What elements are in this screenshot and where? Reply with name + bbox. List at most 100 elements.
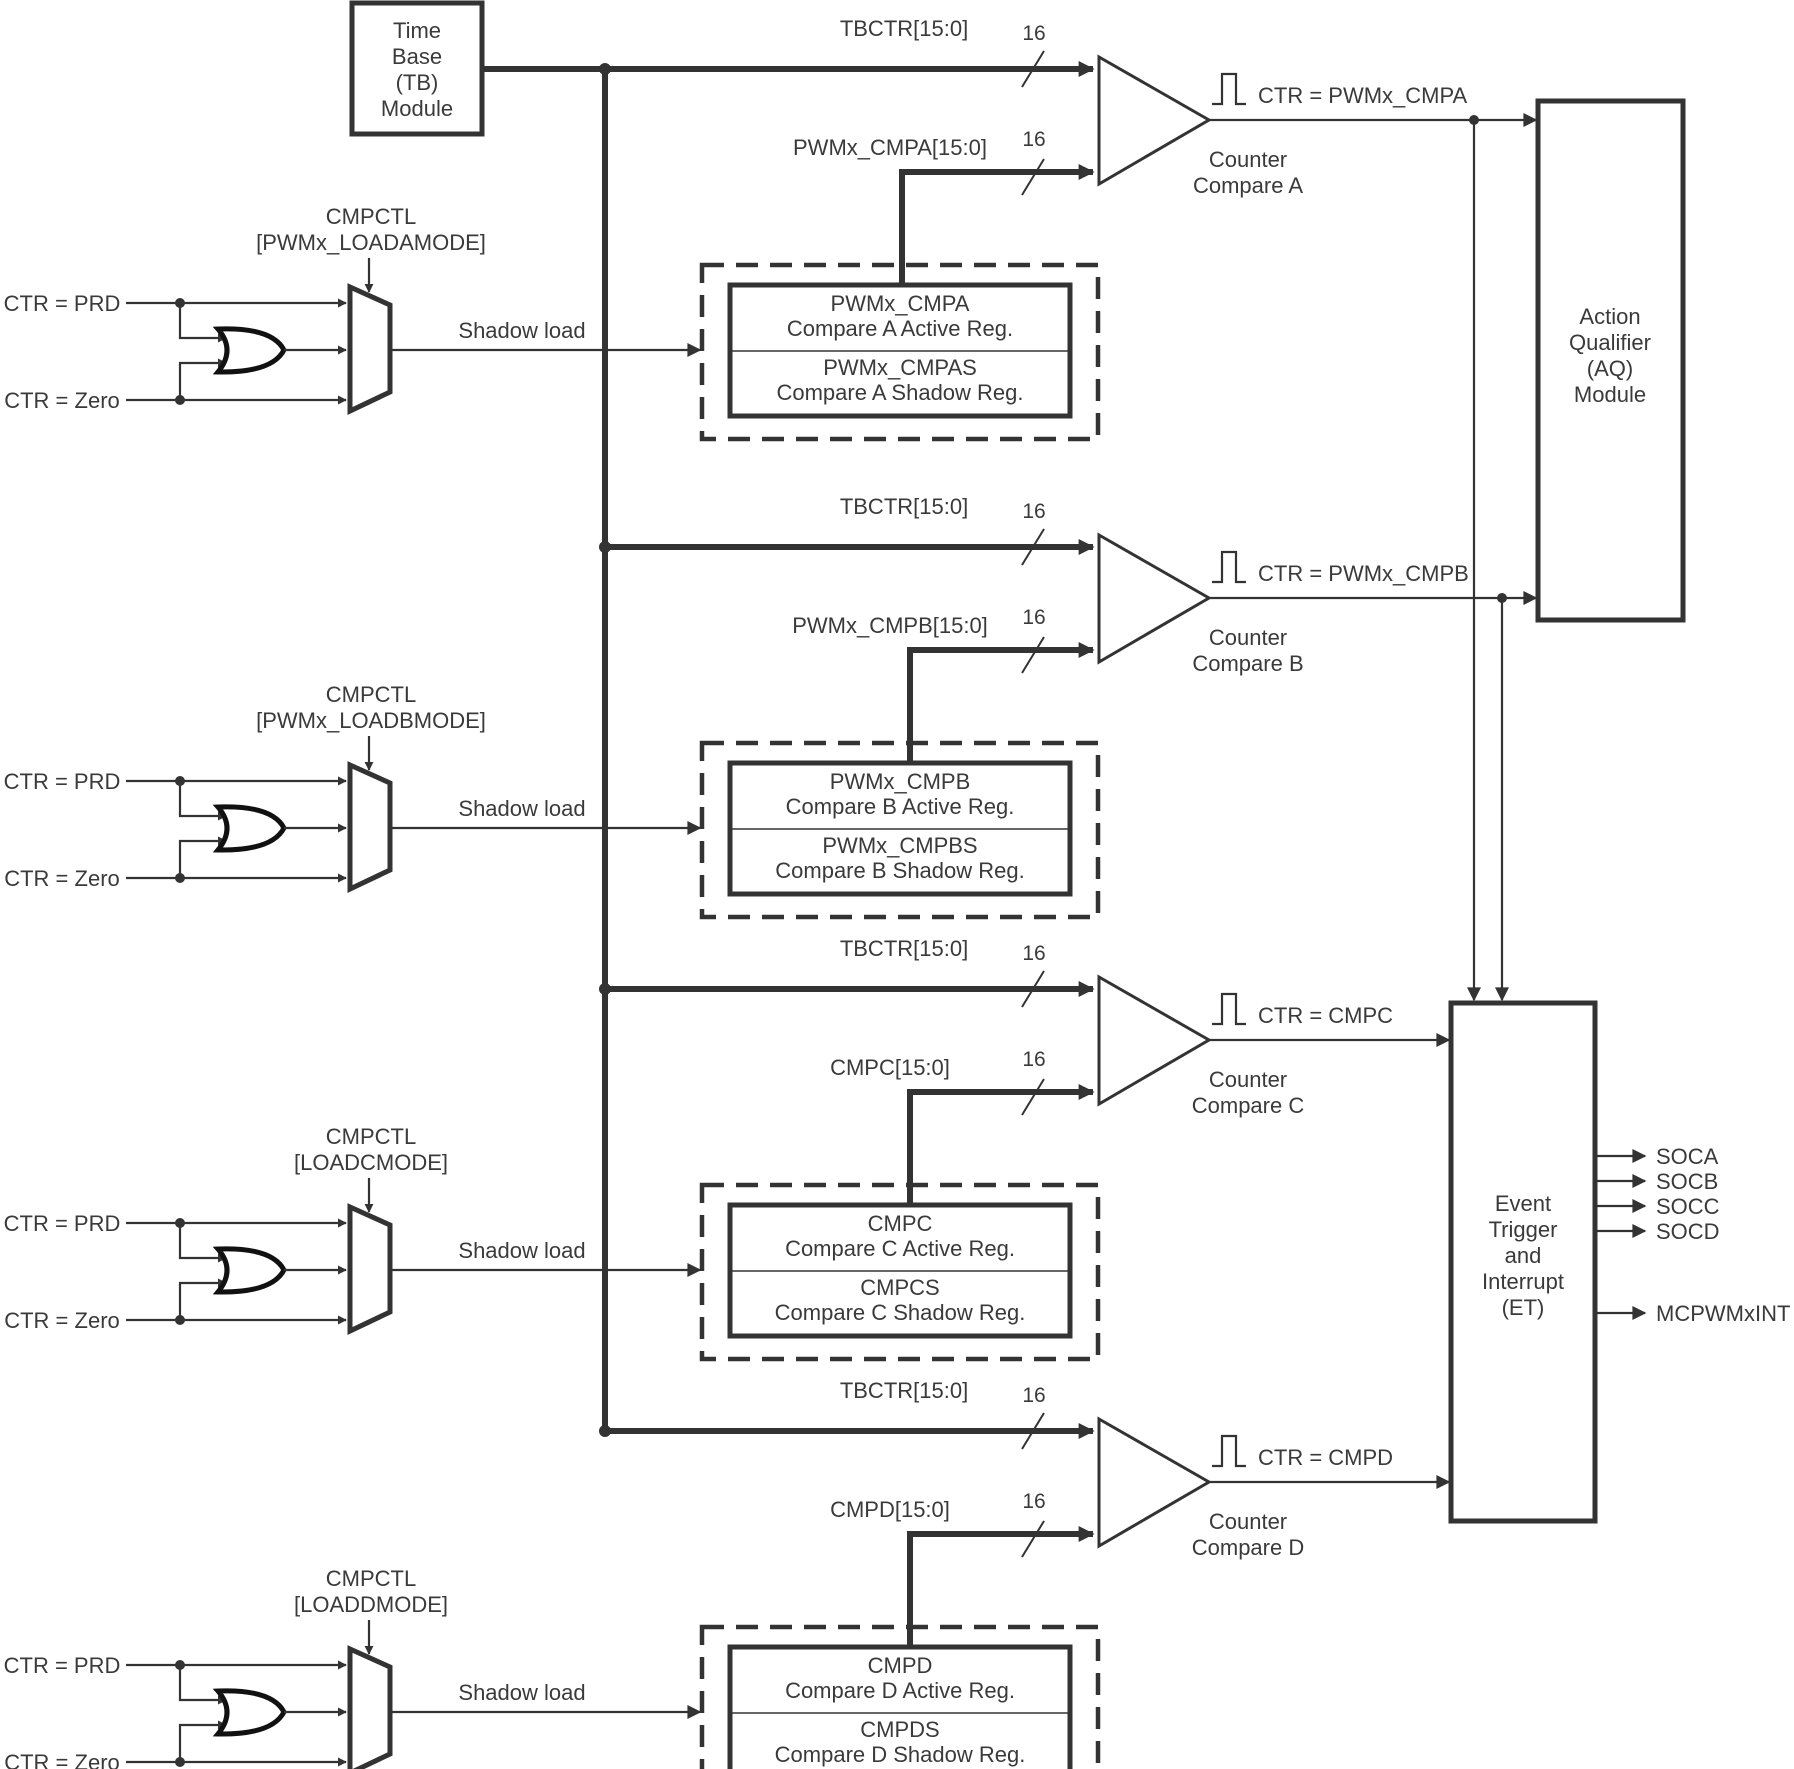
shadow-register-name: PWMx_CMPAS — [823, 355, 977, 380]
shadow-register-desc: Compare A Shadow Reg. — [776, 380, 1023, 405]
register-group-c — [699, 1182, 1101, 1362]
pulse-icon — [1212, 72, 1246, 106]
active-register-name: PWMx_CMPB — [830, 769, 971, 794]
register-group-d — [699, 1624, 1101, 1769]
socb-label: SOCB — [1656, 1169, 1718, 1194]
active-register-desc: Compare A Active Reg. — [787, 316, 1013, 341]
bus-width-tick — [1021, 158, 1045, 196]
action-qualifier-module: Action Qualifier (AQ) Module — [1535, 98, 1686, 623]
aq-label-line4: Module — [1574, 382, 1646, 407]
or-input-wire — [178, 836, 227, 878]
cmp-bus-label: PWMx_CMPA[15:0] — [793, 135, 987, 160]
bus-width-tick — [1021, 1078, 1045, 1116]
bus-width-label: 16 — [1022, 1384, 1045, 1407]
bus-width-tick — [1021, 636, 1045, 674]
tb-label-line4: Module — [381, 96, 453, 121]
event-routing — [1209, 113, 1538, 1489]
shadow-register-desc: Compare C Shadow Reg. — [775, 1300, 1026, 1325]
aq-label-line2: Qualifier — [1569, 330, 1651, 355]
mcpwm-int-label: MCPWMxINT — [1656, 1301, 1790, 1326]
cmp-bus-d — [907, 1526, 1095, 1646]
event-label: CTR = CMPC — [1258, 1003, 1393, 1028]
shadow-register-desc: Compare D Shadow Reg. — [775, 1742, 1026, 1767]
bus-width-label: 16 — [1022, 942, 1045, 965]
input-ctr-prd: CTR = PRD — [4, 1653, 121, 1678]
or-gate-d — [212, 1688, 287, 1737]
counter-compare-label: Compare D — [1192, 1535, 1304, 1560]
or-input-wire — [178, 1720, 227, 1762]
input-ctr-zero: CTR = Zero — [4, 1750, 120, 1769]
event-label: CTR = PWMx_CMPA — [1258, 83, 1468, 108]
tbctr-label: TBCTR[15:0] — [840, 936, 968, 961]
cmpctl-label: CMPCTL — [326, 682, 416, 707]
cmp-bus-c — [907, 1084, 1095, 1204]
shadow-load-label: Shadow load — [458, 1680, 585, 1705]
tbctr-label: TBCTR[15:0] — [840, 16, 968, 41]
tbctr-label: TBCTR[15:0] — [840, 494, 968, 519]
tb-label-line2: Base — [392, 44, 442, 69]
or-gate-a — [212, 326, 287, 375]
input-ctr-prd: CTR = PRD — [4, 769, 121, 794]
load-mux-b — [347, 761, 393, 893]
or-input-wire — [178, 1223, 227, 1263]
counter-compare-label: Compare A — [1193, 173, 1303, 198]
counter-compare-label: Compare B — [1192, 651, 1303, 676]
or-gate-c — [212, 1246, 287, 1295]
input-ctr-prd: CTR = PRD — [4, 1211, 121, 1236]
or-input-wire — [178, 303, 227, 343]
tbctr-label: TBCTR[15:0] — [840, 1378, 968, 1403]
bus-width-tick — [1021, 528, 1045, 566]
or-gate-b — [212, 804, 287, 853]
tb-label-line3: (TB) — [396, 70, 439, 95]
bus-width-tick — [1021, 50, 1045, 88]
et-outputs: SOCA SOCB SOCC SOCD MCPWMxINT — [1595, 1144, 1790, 1326]
active-register-name: CMPD — [868, 1653, 933, 1678]
counter-compare-label: Counter — [1209, 1067, 1287, 1092]
cmpctl-label: CMPCTL — [326, 1566, 416, 1591]
bus-width-label: 16 — [1022, 500, 1045, 523]
shadow-load-label: Shadow load — [458, 796, 585, 821]
soca-label: SOCA — [1656, 1144, 1719, 1169]
active-register-desc: Compare C Active Reg. — [785, 1236, 1015, 1261]
bus-width-label: 16 — [1022, 1048, 1045, 1071]
active-register-name: PWMx_CMPA — [831, 291, 970, 316]
active-register-name: CMPC — [868, 1211, 933, 1236]
register-group-b — [699, 740, 1101, 920]
comparator-b — [1097, 532, 1213, 665]
input-ctr-zero: CTR = Zero — [4, 1308, 120, 1333]
shadow-load-label: Shadow load — [458, 1238, 585, 1263]
shadow-register-name: CMPDS — [860, 1717, 939, 1742]
et-label-line1: Event — [1495, 1191, 1551, 1216]
cmp-bus-a — [899, 164, 1095, 284]
event-trigger-module: Event Trigger and Interrupt (ET) — [1448, 1000, 1598, 1524]
cmpctl-field-label: [LOADDMODE] — [294, 1592, 448, 1617]
cmp-bus-label: CMPD[15:0] — [830, 1497, 950, 1522]
bus-width-tick — [1021, 1520, 1045, 1558]
tb-label-line1: Time — [393, 18, 441, 43]
bus-width-label: 16 — [1022, 128, 1045, 151]
counter-compare-label: Counter — [1209, 147, 1287, 172]
cmpctl-field-label: [PWMx_LOADBMODE] — [256, 708, 486, 733]
pulse-icon — [1212, 550, 1246, 584]
counter-compare-label: Counter — [1209, 625, 1287, 650]
bus-width-label: 16 — [1022, 22, 1045, 45]
socc-label: SOCC — [1656, 1194, 1720, 1219]
cmp-bus-label: PWMx_CMPB[15:0] — [792, 613, 988, 638]
event-label: CTR = CMPD — [1258, 1445, 1393, 1470]
active-register-desc: Compare B Active Reg. — [786, 794, 1015, 819]
et-label-line5: (ET) — [1502, 1295, 1545, 1320]
socd-label: SOCD — [1656, 1219, 1720, 1244]
event-label: CTR = PWMx_CMPB — [1258, 561, 1469, 586]
et-label-line2: Trigger — [1489, 1217, 1558, 1242]
pulse-icon — [1212, 992, 1246, 1026]
counter-compare-label: Counter — [1209, 1509, 1287, 1534]
aq-label-line1: Action — [1579, 304, 1640, 329]
bus-width-label: 16 — [1022, 1490, 1045, 1513]
cmpctl-label: CMPCTL — [326, 1124, 416, 1149]
cmpctl-field-label: [PWMx_LOADAMODE] — [256, 230, 486, 255]
